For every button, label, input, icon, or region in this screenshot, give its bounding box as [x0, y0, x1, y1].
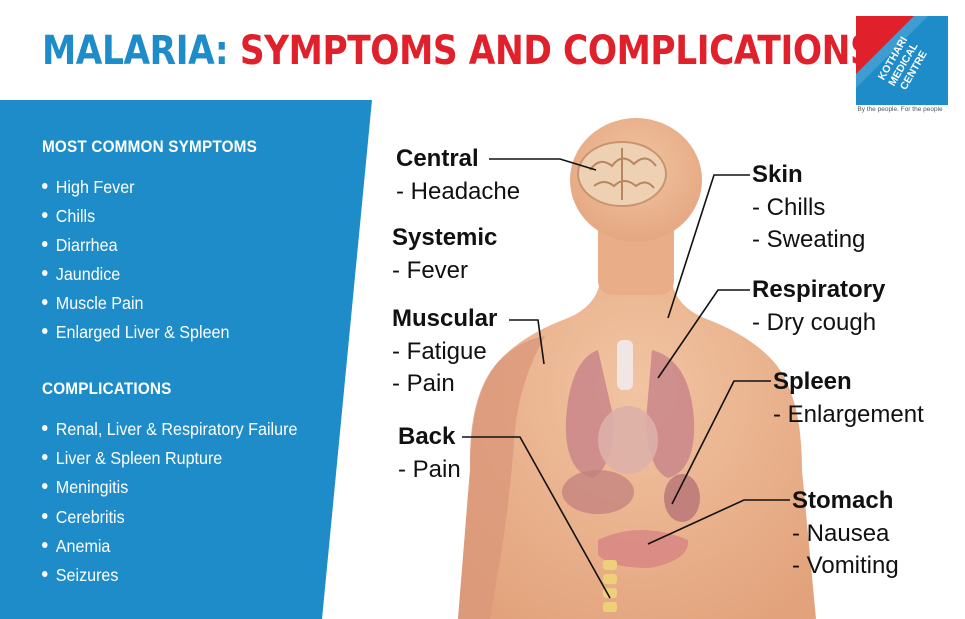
sidebar-background — [0, 100, 372, 619]
kothari-logo: KOTHARI MEDICAL CENTRE — [856, 16, 948, 105]
complication-item: Cerebritis — [42, 507, 125, 528]
leader-line-respiratory — [657, 289, 750, 379]
bullet-icon — [42, 299, 48, 306]
bullet-icon — [42, 183, 48, 190]
header: MALARIA: SYMPTOMS AND COMPLICATIONS KOTH… — [0, 0, 965, 113]
bullet-icon — [42, 454, 48, 461]
symptom-item: Jaundice — [42, 264, 120, 285]
label-spleen-heading: Spleen — [773, 368, 852, 395]
sidebar: MOST COMMON SYMPTOMS High Fever Chills D… — [0, 100, 360, 619]
symptom-item: Muscle Pain — [42, 293, 144, 314]
label-stomach: Stomach - Nausea - Vomiting — [792, 485, 899, 583]
logo-tagline: By the people. For the people — [857, 106, 943, 113]
bullet-icon — [42, 571, 48, 578]
symptom-item: High Fever — [42, 177, 135, 198]
label-central-heading: Central — [396, 145, 479, 172]
label-back-item: - Pain — [398, 455, 461, 483]
complications-heading: COMPLICATIONS — [42, 379, 172, 398]
label-skin-item: - Chills — [752, 193, 826, 221]
label-skin-item: - Sweating — [752, 226, 866, 254]
label-back-heading: Back — [398, 423, 456, 450]
label-muscular-item: - Fatigue — [392, 337, 487, 365]
symptom-item: Diarrhea — [42, 235, 118, 256]
label-respiratory: Respiratory - Dry cough — [752, 274, 885, 339]
bullet-icon — [42, 328, 48, 335]
leader-line-skin — [667, 174, 750, 319]
label-stomach-item: - Nausea — [792, 519, 890, 547]
heart-shape — [598, 406, 658, 474]
label-stomach-heading: Stomach — [792, 487, 894, 514]
spine-icon — [603, 560, 617, 612]
leader-line-central — [489, 158, 597, 171]
bullet-icon — [42, 270, 48, 277]
symptom-item: Chills — [42, 206, 95, 227]
complication-item: Liver & Spleen Rupture — [42, 448, 222, 469]
leader-line-muscular — [509, 319, 545, 365]
leader-line-spleen — [671, 380, 771, 505]
liver-shape — [562, 470, 634, 514]
complication-item: Anemia — [42, 536, 110, 557]
bullet-icon — [42, 212, 48, 219]
bullet-icon — [42, 241, 48, 248]
leader-line-stomach — [647, 499, 790, 545]
label-central-item: - Headache — [396, 177, 521, 205]
label-systemic-item: - Fever — [392, 256, 469, 284]
label-muscular-item: - Pain — [392, 370, 455, 398]
symptoms-heading: MOST COMMON SYMPTOMS — [42, 137, 257, 156]
bullet-icon — [42, 513, 48, 520]
label-skin-heading: Skin — [752, 161, 803, 188]
complication-item: Meningitis — [42, 477, 128, 498]
label-muscular-heading: Muscular — [392, 305, 498, 332]
label-muscular: Muscular - Fatigue - Pain — [392, 303, 497, 401]
label-spleen: Spleen - Enlargement — [773, 366, 924, 431]
symptom-item: Enlarged Liver & Spleen — [42, 322, 229, 343]
spleen-shape — [664, 474, 700, 522]
leader-line-back — [462, 436, 611, 599]
complication-item: Seizures — [42, 565, 118, 586]
title-symptoms-complications: SYMPTOMS AND COMPLICATIONS — [239, 28, 875, 74]
label-spleen-item: - Enlargement — [773, 400, 924, 428]
bullet-icon — [42, 542, 48, 549]
label-respiratory-heading: Respiratory — [752, 276, 886, 303]
label-systemic-heading: Systemic — [392, 224, 498, 251]
brain-icon — [577, 141, 667, 207]
label-respiratory-item: - Dry cough — [752, 308, 877, 336]
page-title: MALARIA: SYMPTOMS AND COMPLICATIONS — [42, 28, 875, 74]
bullet-icon — [42, 425, 48, 432]
arm-muscles-shape — [458, 336, 545, 619]
label-stomach-item: - Vomiting — [792, 552, 899, 580]
label-skin: Skin - Chills - Sweating — [752, 159, 865, 257]
label-central: Central - Headache — [396, 143, 520, 208]
complication-item: Renal, Liver & Respiratory Failure — [42, 419, 297, 440]
label-back: Back - Pain — [398, 421, 461, 486]
intestine-shape — [598, 530, 689, 568]
bullet-icon — [42, 483, 48, 490]
label-systemic: Systemic - Fever — [392, 222, 497, 287]
title-malaria: MALARIA: — [42, 28, 229, 74]
